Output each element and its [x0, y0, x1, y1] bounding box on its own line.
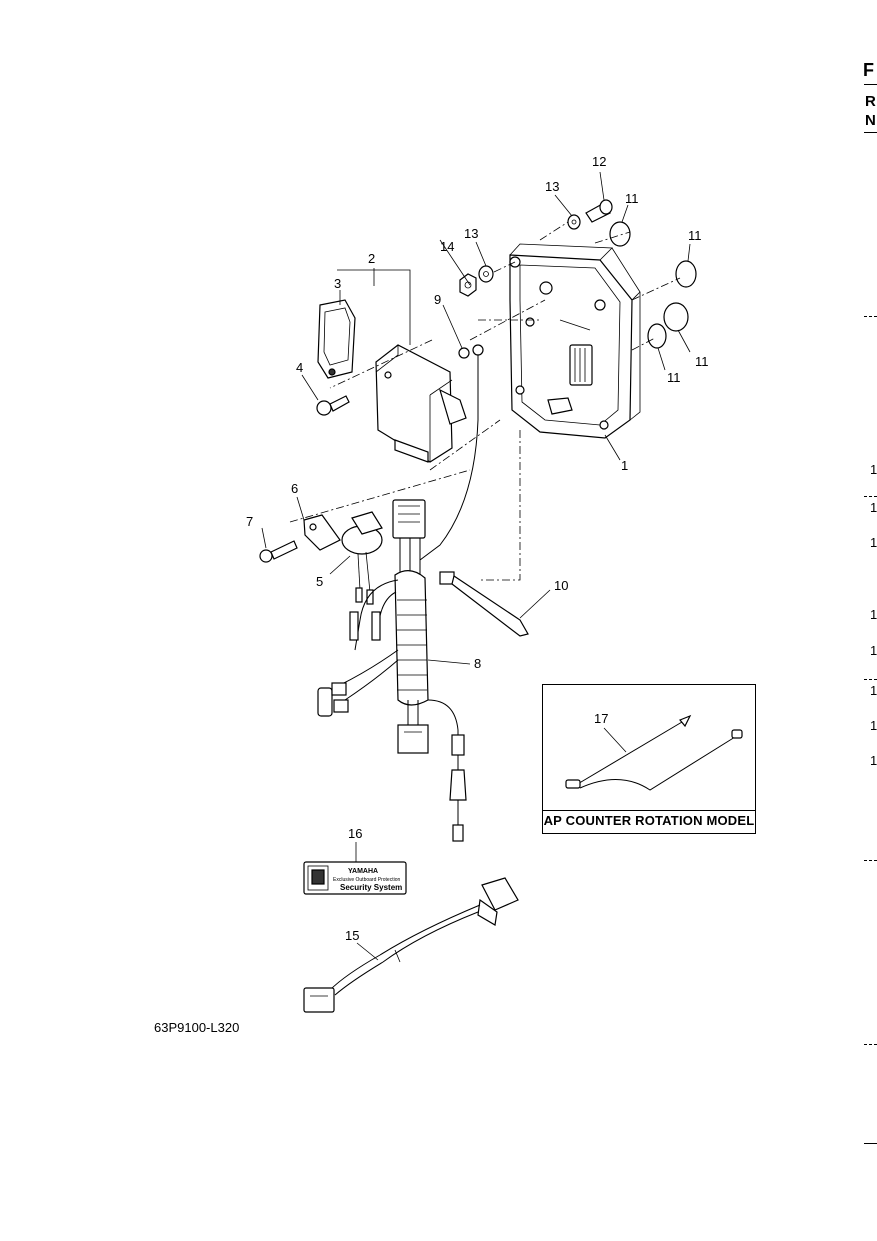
callout-8: 8 — [474, 656, 481, 671]
part-1-case — [509, 243, 641, 439]
callout-3: 3 — [334, 276, 341, 291]
part-2-cdi-unit — [375, 344, 467, 463]
callout-17: 17 — [594, 711, 608, 726]
callout-numbers: 1 2 3 4 5 6 7 8 9 10 11 11 11 11 12 13 1… — [246, 154, 709, 943]
inset-divider — [543, 810, 755, 811]
callout-2: 2 — [368, 251, 375, 266]
part-4-bolt — [316, 395, 350, 416]
decal-subtitle: Exclusive Outboard Protection — [333, 877, 401, 883]
callout-11-top: 11 — [625, 191, 639, 206]
edge-letter-n: N — [865, 112, 876, 129]
callout-11-right: 11 — [688, 228, 702, 243]
part-16-decal — [303, 861, 407, 895]
leader-lines — [261, 171, 691, 961]
part-number-code: 63P9100-L320 — [154, 1020, 240, 1035]
edge-dash — [864, 679, 877, 680]
edge-number: 1 — [870, 643, 877, 658]
edge-dash — [864, 316, 877, 317]
edge-dash — [864, 1044, 877, 1045]
part-8-wire-harness — [317, 344, 484, 842]
edge-number: 1 — [870, 683, 877, 698]
part-6-bracket — [303, 514, 341, 551]
part-5-sensor — [341, 511, 383, 605]
callout-11-lower-right: 11 — [695, 354, 709, 369]
callout-6: 6 — [291, 481, 298, 496]
edge-letter-f: F — [863, 60, 874, 80]
part-7-screw — [259, 540, 298, 563]
edge-rule — [864, 132, 877, 133]
edge-rule — [864, 1143, 877, 1144]
callout-15: 15 — [345, 928, 359, 943]
edge-number: 1 — [870, 753, 877, 768]
callout-13-upper: 13 — [545, 179, 559, 194]
edge-letter-r: R — [865, 93, 876, 110]
edge-dash — [864, 496, 877, 497]
callout-13-lower: 13 — [464, 226, 478, 241]
edge-rule — [864, 84, 877, 85]
callout-10: 10 — [554, 578, 568, 593]
part-10-cable-tie — [439, 571, 529, 637]
callout-11-lower: 11 — [667, 370, 681, 385]
decal-system: Security System — [340, 883, 403, 892]
part-15-extension-harness — [303, 877, 519, 1013]
edge-number: 1 — [870, 607, 877, 622]
part-3-cover — [317, 299, 356, 379]
part-11-caps — [609, 221, 697, 349]
decal-brand: YAMAHA — [348, 868, 379, 875]
callout-14: 14 — [440, 239, 454, 254]
callout-1: 1 — [621, 458, 628, 473]
callout-9: 9 — [434, 292, 441, 307]
part-17-sensor-rod — [565, 714, 743, 791]
edge-number: 1 — [870, 462, 877, 477]
part-9-grommet — [458, 347, 470, 359]
inset-caption: AP COUNTER ROTATION MODEL — [543, 813, 755, 828]
callout-7: 7 — [246, 514, 253, 529]
callout-12: 12 — [592, 154, 606, 169]
edge-dash — [864, 860, 877, 861]
edge-number: 1 — [870, 500, 877, 515]
inset-box: AP COUNTER ROTATION MODEL — [542, 684, 756, 834]
edge-number: 1 — [870, 718, 877, 733]
part-12-bolt — [585, 199, 613, 223]
edge-number: 1 — [870, 535, 877, 550]
callout-16: 16 — [348, 826, 362, 841]
callout-4: 4 — [296, 360, 303, 375]
part-14-nut — [459, 273, 477, 297]
callout-5: 5 — [316, 574, 323, 589]
